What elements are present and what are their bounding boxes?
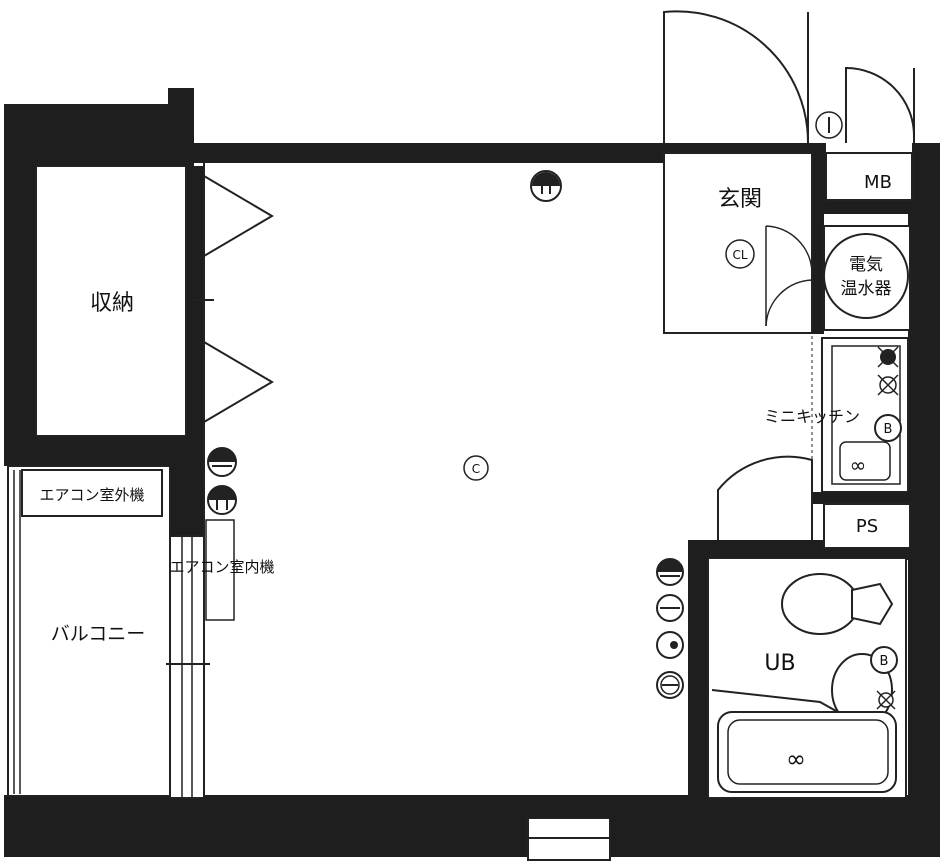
wall-mb-left [812,143,826,207]
bath-bulb-label: B [880,654,889,669]
storage-area: 収納 [35,165,274,437]
ceiling-light-label: C [472,462,480,476]
wall-ps-top [812,492,922,504]
entrance-label: 玄関 [718,187,762,212]
walls [4,88,940,857]
kitchen-sink-symbol: ∞ [850,453,867,477]
bottom-window [527,817,611,861]
unit-bath-label: UB [764,651,795,676]
water-heater-label-1: 電気 [849,255,883,275]
wall-ub-left [688,540,708,800]
ac-outdoor-unit [21,469,163,517]
kitchen-bulb-symbol [874,414,902,442]
pipe-space-label: PS [856,516,878,537]
switch-2 [656,631,684,659]
ac-outdoor-label: エアコン室外機 [39,486,144,504]
storage-label: 収納 [90,291,134,316]
wall-heater-left [812,214,824,334]
bath-bulb-symbol [870,646,898,674]
switch-3 [656,671,684,699]
entrance-area: 玄関 CL [663,10,843,334]
wall-mb-bottom [812,200,922,214]
ac-indoor-unit [205,519,235,621]
switch-1 [656,594,684,622]
wall-top-left [4,104,194,166]
outlet-left-2 [207,485,237,515]
toilet [781,573,894,635]
wall-notch [168,88,194,108]
balcony-label: バルコニー [51,623,146,645]
burner-1 [877,346,899,368]
meter-box-area: MB [825,66,915,201]
main-room: C エアコン室内機 [169,163,684,800]
wall-bottom [4,795,938,857]
mini-kitchen-area: B ∞ ミニキッチン [764,330,909,493]
closet-light-label: CL [732,248,747,262]
wall-storage-bottom [4,436,204,466]
bathtub [717,711,897,793]
balcony-area: エアコン室外機 バルコニー [7,465,210,799]
meter-box-label: MB [864,172,892,193]
wall-balcony-right [170,466,204,536]
wall-right [908,207,940,857]
wall-top [194,143,664,163]
pipe-space-area: PS [823,503,911,549]
kitchen-sink [839,441,891,481]
unit-bath-area: UB B ∞ [707,455,907,799]
kitchen-bulb-label: B [884,422,893,437]
water-heater-label-2: 温水器 [841,279,892,299]
wall-entrance-top [664,143,818,153]
outlet-left-1 [207,447,237,477]
water-heater-symbol [823,233,909,319]
ac-indoor-label: エアコン室内機 [169,558,274,576]
wall-ub-top [688,540,824,558]
outlet-right-1 [656,558,684,586]
burner-2 [877,374,899,396]
water-heater-area: 電気 温水器 [823,225,911,331]
closet-light-symbol [725,239,755,269]
ceiling-light-symbol [463,455,489,481]
outlet-top [530,170,562,202]
bath-fixture-1 [876,690,896,710]
bathtub-drain-symbol: ∞ [786,745,806,773]
